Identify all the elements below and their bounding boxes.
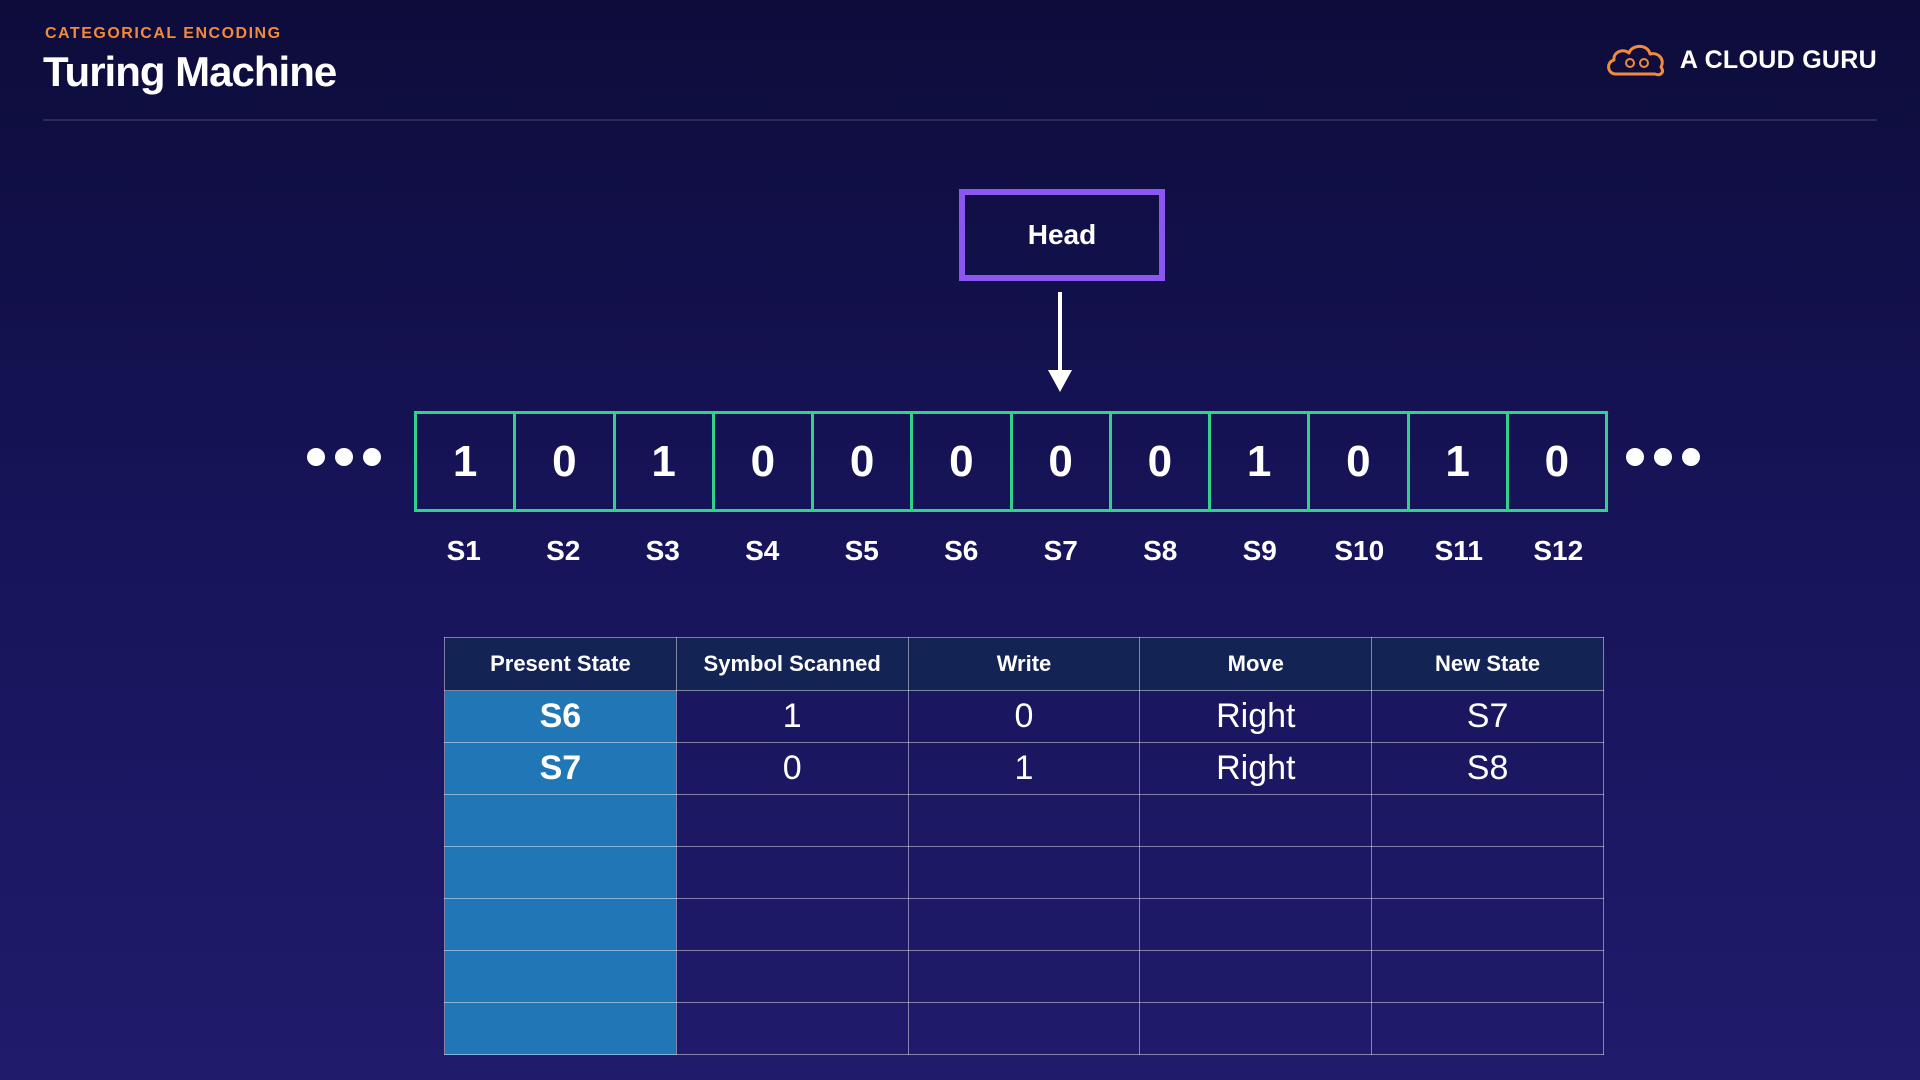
present-state-cell: S7 <box>444 742 677 795</box>
ellipsis-dot <box>1654 448 1672 466</box>
tape-label: S10 <box>1334 535 1385 566</box>
tape-cell: 1 <box>616 414 715 509</box>
tape-cell: 0 <box>1112 414 1211 509</box>
head-arrow-down-icon <box>1048 370 1072 392</box>
move-cell: Right <box>1139 690 1373 743</box>
new-state-cell: S7 <box>1371 690 1604 743</box>
move-cell <box>1139 846 1373 899</box>
symbol-scanned-cell <box>675 950 909 1003</box>
tape-label: S4 <box>745 535 780 566</box>
write-cell <box>907 846 1141 899</box>
table-row <box>444 794 1604 847</box>
ellipsis-dot <box>1682 448 1700 466</box>
table-row: S7 0 1 Right S8 <box>444 742 1604 795</box>
move-cell <box>1139 1002 1373 1055</box>
present-state-cell: S6 <box>444 690 677 743</box>
table-row <box>444 898 1604 951</box>
write-cell: 1 <box>907 742 1141 795</box>
tape-label: S2 <box>546 535 581 566</box>
tape-cell: 0 <box>1013 414 1112 509</box>
page-title: Turing Machine <box>43 48 337 95</box>
move-cell <box>1139 794 1373 847</box>
write-cell <box>907 898 1141 951</box>
head-label: Head <box>1027 219 1097 250</box>
tape-cell: 0 <box>516 414 616 509</box>
tape: 1 0 1 0 0 0 0 0 1 0 1 0 <box>414 411 1608 512</box>
new-state-cell <box>1371 794 1604 847</box>
tape-cell: 1 <box>417 414 517 509</box>
symbol-scanned-cell <box>675 794 909 847</box>
new-state-cell <box>1371 1002 1604 1055</box>
tape-label: S5 <box>844 535 879 566</box>
symbol-scanned-cell <box>675 846 909 899</box>
move-cell <box>1139 950 1373 1003</box>
new-state-cell <box>1371 898 1604 951</box>
column-header: New State <box>1371 637 1604 691</box>
write-cell: 0 <box>907 690 1141 743</box>
tape-cell: 1 <box>1410 414 1509 509</box>
symbol-scanned-cell <box>675 898 909 951</box>
new-state-cell: S8 <box>1371 742 1604 795</box>
present-state-cell <box>444 950 677 1003</box>
tape-cell: 0 <box>1310 414 1410 509</box>
ellipsis-dot <box>363 448 381 466</box>
write-cell <box>907 794 1141 847</box>
tape-cell: 0 <box>814 414 914 509</box>
section-eyebrow: CATEGORICAL ENCODING <box>45 25 282 42</box>
table-header-row: Present State Symbol Scanned Write Move … <box>444 637 1604 691</box>
ellipsis-right <box>1626 448 1700 466</box>
present-state-cell <box>444 898 677 951</box>
table-row <box>444 846 1604 899</box>
tape-cell: 0 <box>1544 436 1570 486</box>
present-state-cell <box>444 1002 677 1055</box>
column-header: Present State <box>444 637 677 691</box>
tape-label: S11 <box>1434 535 1483 566</box>
new-state-cell <box>1371 846 1604 899</box>
symbol-scanned-cell: 1 <box>675 690 909 743</box>
table-row <box>444 950 1604 1003</box>
move-cell <box>1139 898 1373 951</box>
move-cell: Right <box>1139 742 1373 795</box>
column-header: Symbol Scanned <box>675 637 909 691</box>
table-row: S6 1 0 Right S7 <box>444 690 1604 743</box>
header-divider <box>43 119 1877 121</box>
column-header: Write <box>907 637 1141 691</box>
ellipsis-left <box>307 448 381 466</box>
tape-labels: S1 S2 S3 S4 S5 S6 S7 S8 S9 S10 S11 S12 <box>414 535 1608 567</box>
tape-label: S3 <box>645 535 680 566</box>
present-state-cell <box>444 846 677 899</box>
head-arrow-line <box>1058 292 1062 372</box>
brand-logo: A CLOUD GURU <box>1604 40 1877 80</box>
ellipsis-dot <box>1626 448 1644 466</box>
present-state-cell <box>444 794 677 847</box>
symbol-scanned-cell <box>675 1002 909 1055</box>
tape-label: S6 <box>944 535 979 566</box>
tape-cell: 0 <box>913 414 1013 509</box>
tape-label: S1 <box>446 535 481 566</box>
symbol-scanned-cell: 0 <box>675 742 909 795</box>
column-header: Move <box>1139 637 1373 691</box>
tape-label: S8 <box>1143 535 1178 566</box>
new-state-cell <box>1371 950 1604 1003</box>
tape-cell: 1 <box>1211 414 1311 509</box>
table-row <box>444 1002 1604 1055</box>
transition-table: Present State Symbol Scanned Write Move … <box>444 637 1604 1055</box>
tape-cell: 0 <box>715 414 814 509</box>
tape-label: S12 <box>1533 535 1584 566</box>
brand-name: A CLOUD GURU <box>1679 45 1877 74</box>
tape-label: S9 <box>1242 535 1277 566</box>
write-cell <box>907 1002 1141 1055</box>
write-cell <box>907 950 1141 1003</box>
ellipsis-dot <box>335 448 353 466</box>
ellipsis-dot <box>307 448 325 466</box>
cloud-icon <box>1607 44 1664 77</box>
tape-label: S7 <box>1043 535 1078 566</box>
head-box: Head <box>959 189 1165 281</box>
